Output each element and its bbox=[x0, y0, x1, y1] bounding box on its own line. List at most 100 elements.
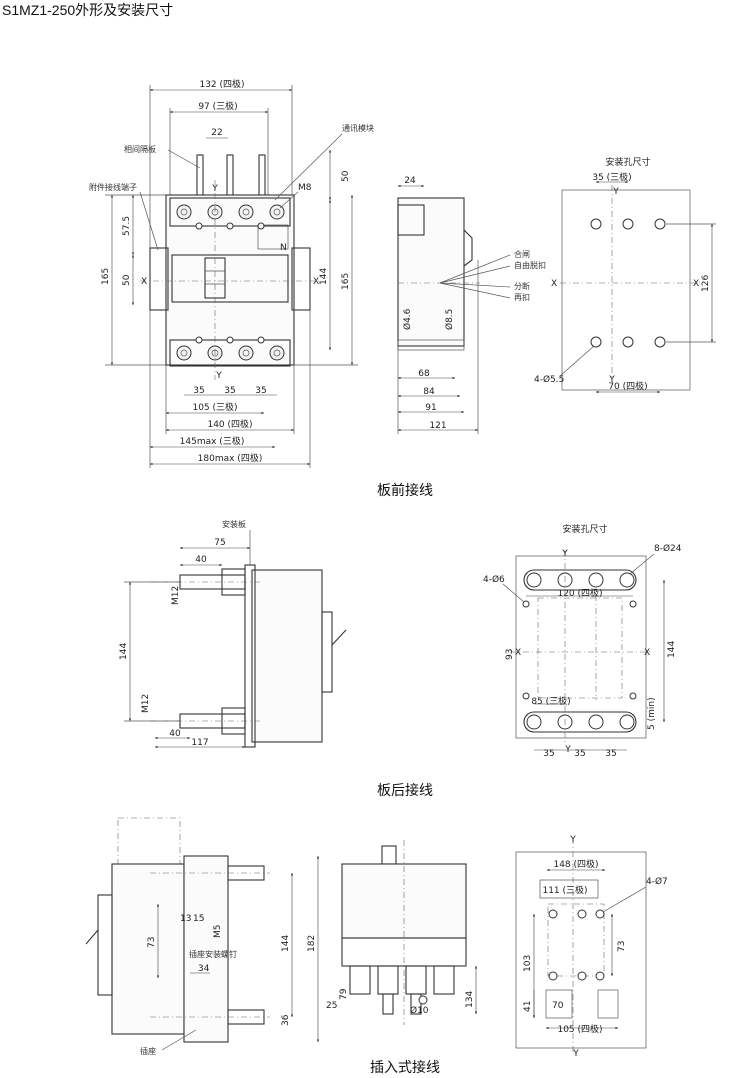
dim-plugin-34: 34 bbox=[198, 964, 210, 974]
dim-68: 68 bbox=[418, 369, 430, 379]
dim-121: 121 bbox=[429, 421, 446, 431]
dim-105: 105 (三极) bbox=[192, 401, 237, 413]
label-m8: M8 bbox=[298, 183, 312, 193]
label-m12-top: M12 bbox=[171, 586, 181, 605]
dim-plugin-111: 111 (三极) bbox=[542, 884, 587, 896]
dim-35-b: 35 bbox=[224, 386, 235, 396]
label-socket: 插座 bbox=[140, 1046, 156, 1056]
front-view: 132 (四极) 97 (三极) 22 N bbox=[89, 78, 374, 468]
mount-y-top: Y bbox=[612, 187, 619, 197]
label-phase-partition: 相间隔板 bbox=[124, 144, 156, 154]
caption-plugin: 插入式接线 bbox=[370, 1059, 440, 1076]
dim-rear-35b: 35 bbox=[574, 749, 585, 759]
plugin-mount-holes: Y Y 148 (四极) 111 (三极) 4-Ø7 73 103 70 41 … bbox=[515, 835, 668, 1059]
dim-35-c: 35 bbox=[255, 386, 266, 396]
dim-rear-117: 117 bbox=[191, 738, 208, 748]
dim-plugin-25: 25 bbox=[326, 1001, 337, 1011]
dim-140: 140 (四极) bbox=[207, 418, 252, 430]
caption-front: 板前接线 bbox=[377, 482, 433, 499]
dim-plugin-70: 70 bbox=[552, 1001, 564, 1011]
dim-91: 91 bbox=[425, 403, 436, 413]
dim-plugin-134: 134 bbox=[465, 991, 475, 1008]
dim-rear-120: 120 (四极) bbox=[557, 587, 602, 599]
dim-plugin-105: 105 (四极) bbox=[557, 1023, 602, 1035]
dim-rear-75: 75 bbox=[214, 538, 225, 548]
mount-x-right: X bbox=[693, 279, 699, 289]
dim-rear-35c: 35 bbox=[605, 749, 616, 759]
dim-phi4-6: Ø4.6 bbox=[402, 308, 413, 330]
dim-rear-5min: 5 (min) bbox=[647, 697, 657, 730]
dim-rear-144r: 144 bbox=[667, 641, 677, 658]
dim-4-phi5-5: 4-Ø5.5 bbox=[534, 374, 564, 385]
dim-plugin-182: 182 bbox=[307, 935, 317, 952]
plugin-side-view: M5 13 15 73 插座安装螺钉 34 144 182 36 插座 bbox=[85, 817, 320, 1056]
front-side-view: 24 Ø4.6 Ø8.5 合闸 自由脱扣 分断 再扣 68 84 91 121 bbox=[397, 176, 546, 434]
rear-x-left: X bbox=[515, 648, 521, 658]
dim-145max: 145max (三极) bbox=[180, 435, 245, 447]
dim-24: 24 bbox=[404, 176, 416, 186]
label-comm-module: 通讯模块 bbox=[342, 123, 374, 133]
rear-y-top: Y bbox=[561, 549, 568, 559]
label-mount-holes-2: 安装孔尺寸 bbox=[562, 523, 607, 535]
dim-plugin-15: 15 bbox=[193, 914, 204, 924]
dim-plugin-13: 13 bbox=[180, 914, 191, 924]
dim-rear-144: 144 bbox=[119, 643, 129, 660]
label-socket-screw: 插座安装螺钉 bbox=[189, 949, 237, 959]
rear-x-right: X bbox=[644, 648, 650, 658]
plugin-front-view: 79 25 Ø10 134 bbox=[326, 840, 478, 1025]
axis-y-top: Y bbox=[211, 184, 218, 194]
dim-165-left: 165 bbox=[101, 268, 111, 285]
label-mount-plate: 安装板 bbox=[222, 519, 246, 529]
label-close: 合闸 bbox=[514, 249, 530, 259]
front-mount-holes: 安装孔尺寸 35 (三极) Y X X 126 70 (四极) Y 4-Ø5.5 bbox=[534, 156, 716, 394]
plugin-y-bottom: Y bbox=[572, 1049, 579, 1059]
mount-y-bottom: Y bbox=[608, 375, 615, 385]
label-m5: M5 bbox=[213, 925, 223, 939]
label-reset: 再扣 bbox=[514, 292, 530, 302]
plugin-y-top: Y bbox=[569, 835, 576, 845]
dim-180max: 180max (四极) bbox=[198, 452, 263, 464]
label-free-trip: 自由脱扣 bbox=[514, 260, 546, 270]
dim-plugin-4-phi7: 4-Ø7 bbox=[646, 876, 668, 887]
caption-rear: 板后接线 bbox=[377, 782, 433, 799]
dim-57-5: 57.5 bbox=[122, 216, 132, 236]
dim-plugin-79: 79 bbox=[339, 988, 349, 1000]
dim-35-a: 35 bbox=[193, 386, 204, 396]
dim-70-4pole: 70 (四极) bbox=[608, 380, 647, 392]
page-title: S1MZ1-250外形及安装尺寸 bbox=[2, 2, 174, 18]
dim-plugin-73r: 73 bbox=[617, 941, 627, 952]
dim-35-3pole: 35 (三极) bbox=[592, 171, 631, 183]
label-mount-holes-1: 安装孔尺寸 bbox=[605, 156, 650, 168]
axis-x-left: X bbox=[141, 277, 147, 287]
axis-x-right: X bbox=[313, 277, 319, 287]
dim-phi8-5: Ø8.5 bbox=[444, 309, 455, 330]
dim-4-phi6: 4-Ø6 bbox=[483, 574, 505, 585]
label-open: 分断 bbox=[514, 281, 530, 291]
dim-97: 97 (三极) bbox=[198, 100, 237, 112]
dim-22: 22 bbox=[211, 128, 222, 138]
dim-50-mid: 50 bbox=[122, 274, 132, 286]
label-n: N bbox=[280, 243, 287, 253]
label-aux-terminal: 附件接线端子 bbox=[89, 182, 137, 192]
label-m12-bottom: M12 bbox=[141, 694, 151, 713]
rear-mount-holes: 安装孔尺寸 Y X X 8-Ø24 4-Ø6 120 (四极) 93 144 8… bbox=[483, 523, 682, 759]
dim-plugin-36: 36 bbox=[281, 1014, 291, 1026]
dim-plugin-73: 73 bbox=[147, 937, 157, 948]
dim-rear-40b: 40 bbox=[169, 729, 181, 739]
dim-rear-93: 93 bbox=[505, 649, 515, 660]
dim-rear-40a: 40 bbox=[195, 555, 207, 565]
dim-plugin-144: 144 bbox=[281, 935, 291, 952]
dim-8-phi24: 8-Ø24 bbox=[654, 543, 682, 554]
dim-plugin-103: 103 bbox=[523, 955, 533, 972]
dim-plugin-148: 148 (四极) bbox=[553, 858, 598, 870]
dim-50-top: 50 bbox=[341, 170, 351, 182]
dim-plugin-phi10: Ø10 bbox=[410, 1005, 429, 1016]
axis-y-bottom: Y bbox=[215, 371, 222, 381]
dim-rear-85: 85 (三极) bbox=[531, 695, 570, 707]
dim-84: 84 bbox=[423, 387, 435, 397]
rear-y-bottom: Y bbox=[564, 745, 571, 755]
mount-x-left: X bbox=[551, 279, 557, 289]
dim-126: 126 bbox=[701, 275, 711, 292]
dim-plugin-41: 41 bbox=[523, 1001, 533, 1012]
